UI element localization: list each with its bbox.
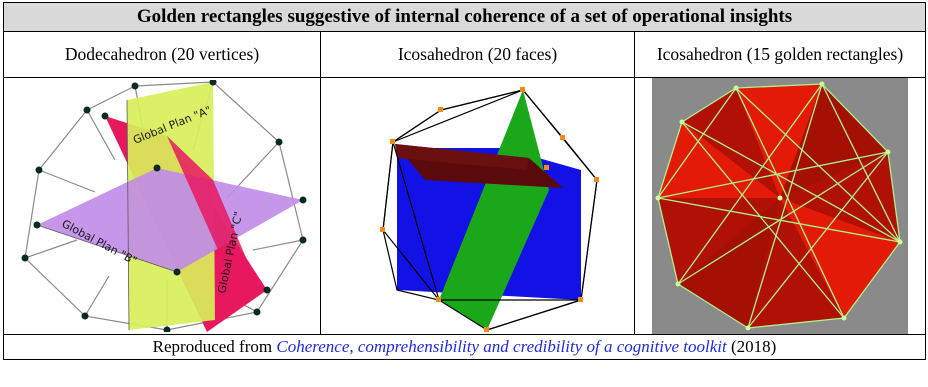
column-heading-icosahedron-faces: Icosahedron (20 faces) — [320, 31, 635, 78]
plan-b-rectangle — [37, 168, 303, 272]
caption-year: (2018) — [726, 337, 777, 356]
icosahedron-faces-image-cell — [320, 77, 635, 335]
green-rectangle — [438, 90, 549, 330]
figure-title: Golden rectangles suggestive of internal… — [2, 2, 927, 32]
column-heading-dodecahedron: Dodecahedron (20 vertices) — [3, 31, 321, 78]
column-heading-icosahedron-rectangles: Icosahedron (15 golden rectangles) — [633, 31, 927, 78]
icosahedron-faces-image — [379, 87, 599, 332]
caption-source-link[interactable]: Coherence, comprehensibility and credibi… — [276, 337, 727, 356]
caption-prefix: Reproduced from — [152, 337, 277, 356]
figure-table: Golden rectangles suggestive of internal… — [2, 2, 927, 360]
icosahedron-golden-rectangles-image — [652, 78, 908, 334]
figure-caption: Reproduced from Coherence, comprehensibi… — [2, 334, 927, 360]
dodecahedron-image-cell: Global Plan "A" Global Plan "B" Global P… — [3, 77, 321, 335]
dodecahedron-golden-planes-image: Global Plan "A" Global Plan "B" Global P… — [21, 80, 307, 332]
icosahedron-rectangles-image-cell — [633, 77, 927, 335]
